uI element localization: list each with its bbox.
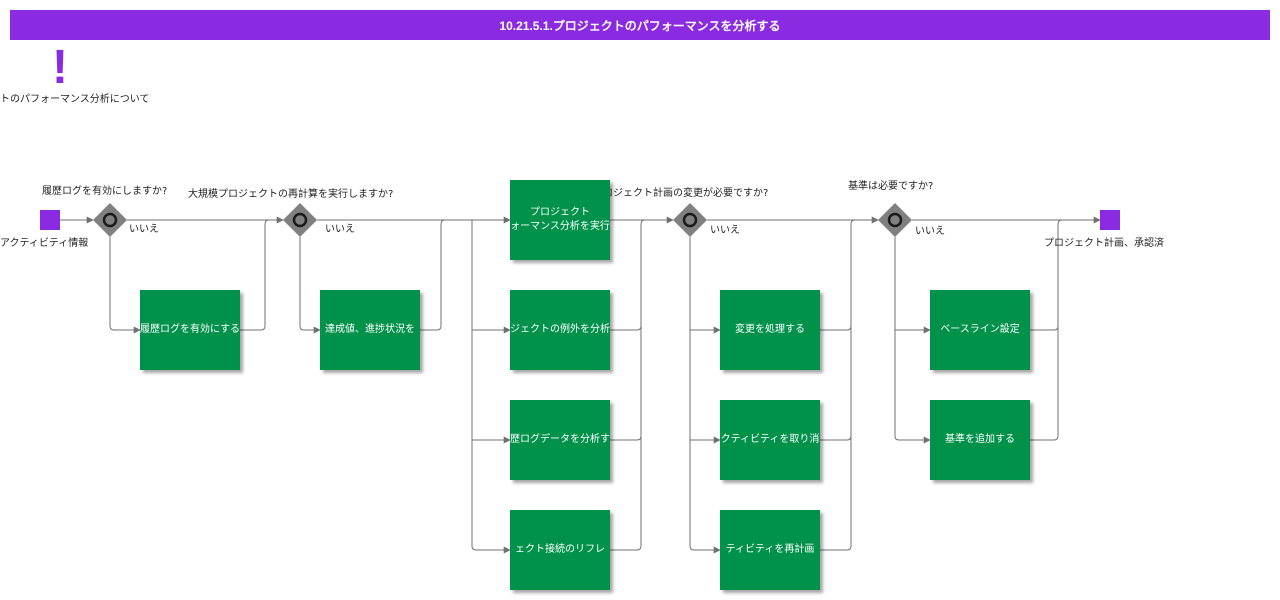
start-event[interactable] [40, 210, 60, 230]
task-label: クティビティを取り消 [720, 434, 820, 445]
task-label: 基準を追加する [945, 434, 1015, 445]
task-enable-history-log[interactable]: 履歴ログを有効にする [140, 290, 240, 370]
task-achievement-progress[interactable]: 達成値、進捗状況を [320, 290, 420, 370]
task-replan-activity[interactable]: ティビティを再計画 [720, 510, 820, 590]
flow-join-replan [820, 224, 852, 551]
gateway-4[interactable] [878, 203, 912, 237]
gateway-1-question: 履歴ログを有効にしますか? [42, 186, 168, 197]
gateway-4-question: 基準は必要ですか? [848, 181, 934, 192]
exclamation-icon: ! [52, 41, 68, 94]
flow-join-exceptions [610, 219, 646, 331]
gateway-2-question: 大規模プロジェクトの再計算を実行しますか? [188, 189, 394, 200]
gateway-1-no-label: いいえ [129, 224, 159, 235]
task-set-baseline[interactable]: ベースライン設定 [930, 290, 1030, 370]
task-label: ェクト接続のリフレ [515, 544, 605, 555]
task-label: ベースライン設定 [940, 324, 1020, 335]
flow-g2-yes [299, 237, 321, 334]
note-label: トのパフォーマンス分析について [0, 94, 150, 105]
flow-join-history [610, 224, 642, 441]
task-label: ジェクトの例外を分析 [510, 324, 610, 335]
flow-join-add [1030, 224, 1059, 441]
task-label: ティビティを再計画 [725, 544, 815, 555]
flow-g3-yes [689, 237, 721, 554]
task-refresh-connection[interactable]: ェクト接続のリフレ [510, 510, 610, 590]
flow-g1-yes [109, 237, 141, 334]
flow-split-c3 [471, 220, 511, 554]
task-handle-change[interactable]: 変更を処理する [720, 290, 820, 370]
gateway-2[interactable] [283, 203, 317, 237]
gateway-3[interactable] [673, 203, 707, 237]
task-label: 履歴ログを有効にする [140, 324, 240, 335]
flow-g4-yes [894, 237, 931, 444]
task-run-performance-analysis[interactable]: プロジェクト ォーマンス分析を実行 [510, 180, 610, 260]
task-label: 歴ログデータを分析す [510, 434, 610, 445]
gateway-4-no-label: いいえ [915, 226, 945, 237]
diagram-title: 10.21.5.1.プロジェクトのパフォーマンスを分析する [10, 10, 1270, 40]
task-add-baseline[interactable]: 基準を追加する [930, 400, 1030, 480]
gateway-1[interactable] [93, 203, 127, 237]
start-event-label: アクティビティ情報 [0, 238, 89, 249]
end-event-label: プロジェクト計画、承認済 [1044, 238, 1164, 249]
flow-join-connection [610, 224, 642, 551]
task-label: 変更を処理する [735, 324, 805, 335]
task-analyze-history-data[interactable]: 歴ログデータを分析す [510, 400, 610, 480]
gateway-2-no-label: いいえ [325, 224, 355, 235]
flow-join-change [820, 219, 856, 331]
task-label: 達成値、進捗状況を [325, 324, 415, 335]
end-event[interactable] [1100, 210, 1120, 230]
flow-task2-merge [420, 219, 446, 331]
flow-task1-merge [240, 219, 270, 331]
gateway-3-no-label: いいえ [710, 225, 740, 236]
task-label-line-2: ォーマンス分析を実行 [510, 221, 610, 232]
task-label-line-1: プロジェクト [530, 207, 590, 218]
task-cancel-activity[interactable]: クティビティを取り消 [720, 400, 820, 480]
flow-join-cancel [820, 224, 852, 441]
task-analyze-exceptions[interactable]: ジェクトの例外を分析 [510, 290, 610, 370]
gateway-3-question: プロジェクト計画の変更が必要ですか? [593, 188, 769, 199]
flow-join-baseline [1030, 219, 1063, 331]
